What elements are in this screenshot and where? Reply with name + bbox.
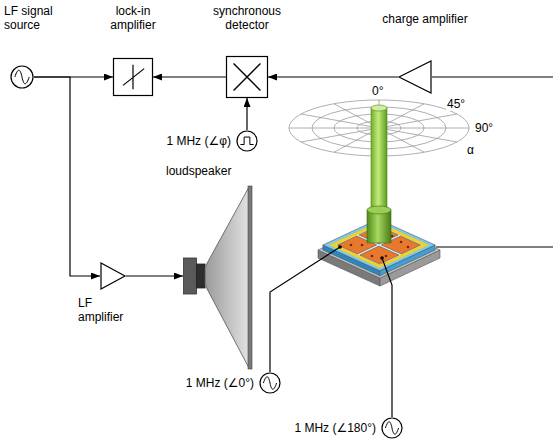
signal-connector (126, 275, 183, 276)
node-label: lock-in amplifier (103, 4, 163, 32)
signal-connector (268, 76, 398, 77)
rod-body (371, 108, 387, 212)
wire-joint (338, 245, 342, 249)
speaker-rim (248, 186, 252, 369)
angle-label: 45° (446, 97, 466, 111)
source-circle (260, 373, 280, 393)
waveform-symbol (385, 422, 398, 435)
angle-label: 0° (371, 84, 384, 98)
polar-ray (379, 114, 457, 128)
node-shape (398, 60, 432, 94)
lock-in-symbol (123, 65, 144, 89)
node-label: loudspeaker (166, 164, 256, 178)
rod-collar (367, 210, 391, 243)
wire (432, 76, 553, 77)
wires (270, 77, 553, 417)
rod (367, 105, 391, 243)
speaker-magnet (184, 258, 197, 294)
block-outline (227, 57, 268, 98)
amplifier-symbol (399, 61, 431, 93)
wire (382, 258, 392, 417)
wire (270, 247, 340, 372)
signal-connector (34, 77, 100, 276)
multiplier-box: synchronous detector (226, 56, 268, 98)
block-outline (114, 59, 153, 96)
wire (436, 246, 553, 247)
wire-joint (380, 256, 384, 260)
angle-label: α (466, 143, 475, 157)
node-label: 1 MHz (∠φ) (139, 134, 231, 148)
polar-ray (379, 128, 457, 142)
node-shape (113, 58, 153, 96)
node-label: 1 MHz (∠0°) (140, 376, 254, 390)
polar-ray (289, 128, 379, 129)
rod-collar-top (367, 206, 391, 214)
signal-source: LF signal source (10, 65, 34, 89)
pad-dot (371, 255, 374, 258)
waveform-symbol (240, 137, 253, 144)
pad-dot (361, 244, 364, 247)
pad-dot (400, 241, 403, 244)
node-label: LF amplifier (78, 296, 134, 324)
amplifier-symbol (101, 263, 125, 289)
node-shape (226, 56, 268, 98)
loudspeaker-symbol: loudspeaker (183, 185, 253, 370)
rod-top (371, 105, 387, 111)
waveform-symbol (15, 70, 29, 84)
speaker-coil (197, 264, 206, 288)
signal-connector (153, 76, 226, 77)
speaker-cone (205, 187, 249, 368)
pad-dot (385, 255, 388, 258)
node-shape (100, 262, 126, 290)
pad-dot (350, 244, 353, 247)
node-shape (10, 65, 34, 89)
signal-connector (246, 98, 247, 130)
node-shape (381, 417, 403, 439)
waveform-symbol (263, 377, 276, 390)
source-circle (11, 66, 33, 88)
node-shape (183, 185, 253, 370)
angle-label: 90° (474, 121, 494, 135)
signal-source: 1 MHz (∠180°) (381, 417, 403, 439)
node-label: synchronous detector (202, 4, 292, 32)
node-shape (259, 372, 281, 394)
pad-dot (407, 246, 410, 249)
lock-in-box: lock-in amplifier (113, 58, 153, 96)
node-label: 1 MHz (∠180°) (250, 421, 376, 435)
polar-ray (301, 128, 379, 142)
node-label: charge amplifier (370, 12, 480, 26)
amplifier-triangle: charge amplifier (398, 60, 432, 94)
amplifier-triangle: LF amplifier (100, 262, 126, 290)
pulse-source: 1 MHz (∠φ) (236, 130, 258, 152)
node-shape (236, 130, 258, 152)
node-label: LF signal source (4, 4, 68, 32)
signal-source: 1 MHz (∠0°) (259, 372, 281, 394)
source-circle (237, 131, 257, 151)
polar-ray (301, 114, 379, 128)
polar-ray (379, 128, 469, 129)
source-circle (382, 418, 402, 438)
multiplier-symbol (234, 64, 261, 91)
